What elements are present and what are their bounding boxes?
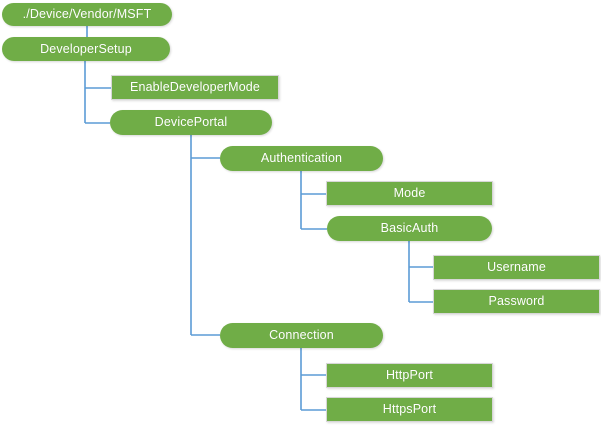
node-authentication[interactable]: Authentication xyxy=(220,146,383,171)
node-deviceportal[interactable]: DevicePortal xyxy=(110,110,272,135)
node-enabledevelopermode[interactable]: EnableDeveloperMode xyxy=(111,75,279,100)
node-label-password: Password xyxy=(488,294,545,309)
node-connection[interactable]: Connection xyxy=(220,323,383,348)
node-label-developersetup: DeveloperSetup xyxy=(40,41,132,56)
node-root[interactable]: ./Device/Vendor/MSFT xyxy=(2,3,172,26)
node-label-root: ./Device/Vendor/MSFT xyxy=(22,7,152,22)
node-username[interactable]: Username xyxy=(433,255,600,280)
node-basicauth[interactable]: BasicAuth xyxy=(327,216,492,241)
node-mode[interactable]: Mode xyxy=(326,181,493,206)
node-httpsport[interactable]: HttpsPort xyxy=(326,397,493,422)
node-label-httpport: HttpPort xyxy=(385,368,434,383)
node-httpport[interactable]: HttpPort xyxy=(326,363,493,388)
node-label-connection: Connection xyxy=(269,328,334,343)
node-label-username: Username xyxy=(487,260,546,275)
node-label-httpsport: HttpsPort xyxy=(382,402,437,417)
node-label-authentication: Authentication xyxy=(260,151,343,166)
node-label-mode: Mode xyxy=(393,186,426,201)
node-developersetup[interactable]: DeveloperSetup xyxy=(2,37,170,61)
node-label-basicauth: BasicAuth xyxy=(380,221,439,236)
node-label-deviceportal: DevicePortal xyxy=(154,115,228,130)
node-label-enabledevelopermode: EnableDeveloperMode xyxy=(129,80,261,95)
node-password[interactable]: Password xyxy=(433,289,600,314)
